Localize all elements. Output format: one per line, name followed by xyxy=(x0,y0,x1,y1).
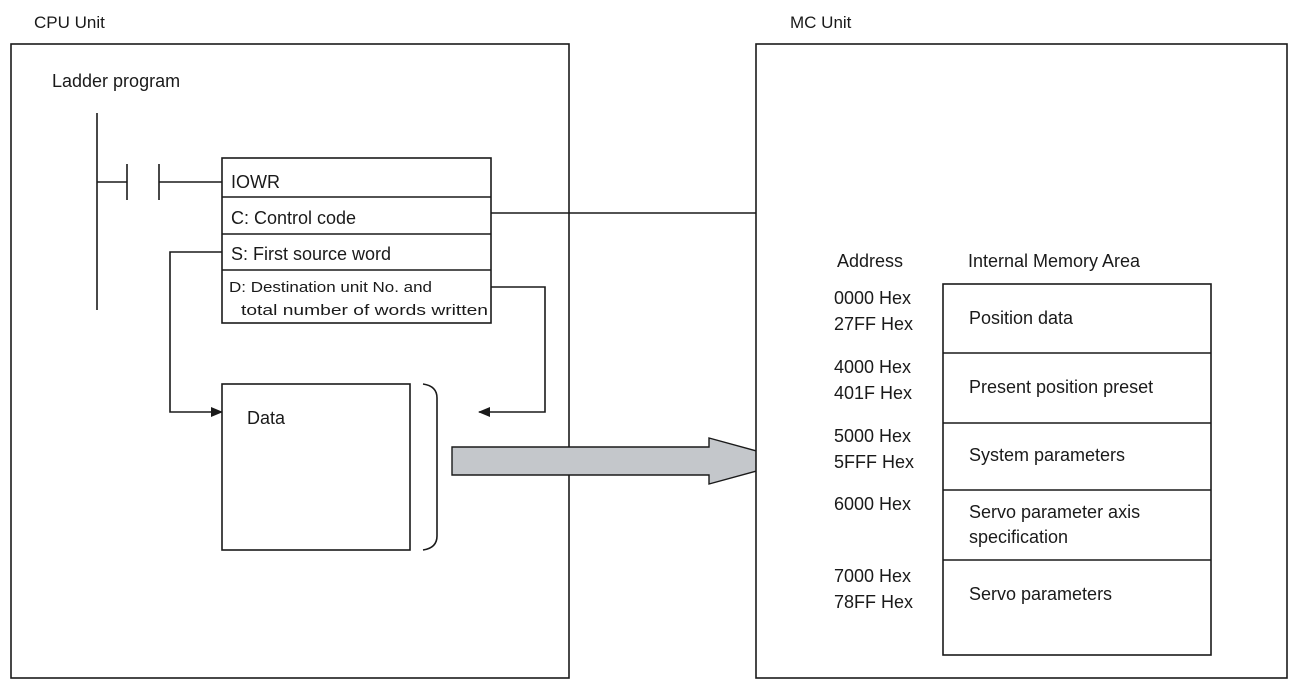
data-range-bracket xyxy=(422,383,438,551)
area-position-data: Position data xyxy=(969,308,1074,328)
area-present-position-preset: Present position preset xyxy=(969,377,1153,397)
destination-operand-line2: total number of words written xyxy=(241,303,488,319)
first-source-word-operand: S: First source word xyxy=(231,244,391,264)
ladder-program-label: Ladder program xyxy=(52,71,180,91)
area-servo-params-start: 7000 Hex xyxy=(834,566,911,586)
area-servo-params-end: 78FF Hex xyxy=(834,592,913,612)
area-system-params-end: 5FFF Hex xyxy=(834,452,914,472)
source-word-arrow xyxy=(169,251,223,417)
destination-arrow xyxy=(478,286,546,417)
memory-area-header: Internal Memory Area xyxy=(968,251,1141,271)
area-preset-start: 4000 Hex xyxy=(834,357,911,377)
address-header: Address xyxy=(837,251,903,271)
cpu-unit-frame xyxy=(10,43,570,679)
memory-area-table xyxy=(942,283,1212,656)
area-preset-end: 401F Hex xyxy=(834,383,912,403)
area-system-params-start: 5000 Hex xyxy=(834,426,911,446)
iowr-instruction-block xyxy=(221,157,492,324)
cpu-unit-title: CPU Unit xyxy=(34,13,105,32)
area-servo-axis-start: 6000 Hex xyxy=(834,494,911,514)
area-servo-parameters: Servo parameters xyxy=(969,584,1112,604)
instruction-name: IOWR xyxy=(231,172,280,192)
area-system-parameters: System parameters xyxy=(969,445,1125,465)
data-block xyxy=(221,383,411,551)
area-position-data-end: 27FF Hex xyxy=(834,314,913,334)
area-servo-axis-line2: specification xyxy=(969,527,1068,547)
data-transfer-arrow xyxy=(451,437,796,485)
data-label: Data xyxy=(247,408,286,428)
control-code-operand: C: Control code xyxy=(231,208,356,228)
mc-unit-title: MC Unit xyxy=(790,13,852,32)
area-servo-axis-line1: Servo parameter axis xyxy=(969,502,1140,522)
area-position-data-start: 0000 Hex xyxy=(834,288,911,308)
destination-operand-line1: D: Destination unit No. and xyxy=(229,280,432,296)
ladder-rung xyxy=(96,113,222,310)
